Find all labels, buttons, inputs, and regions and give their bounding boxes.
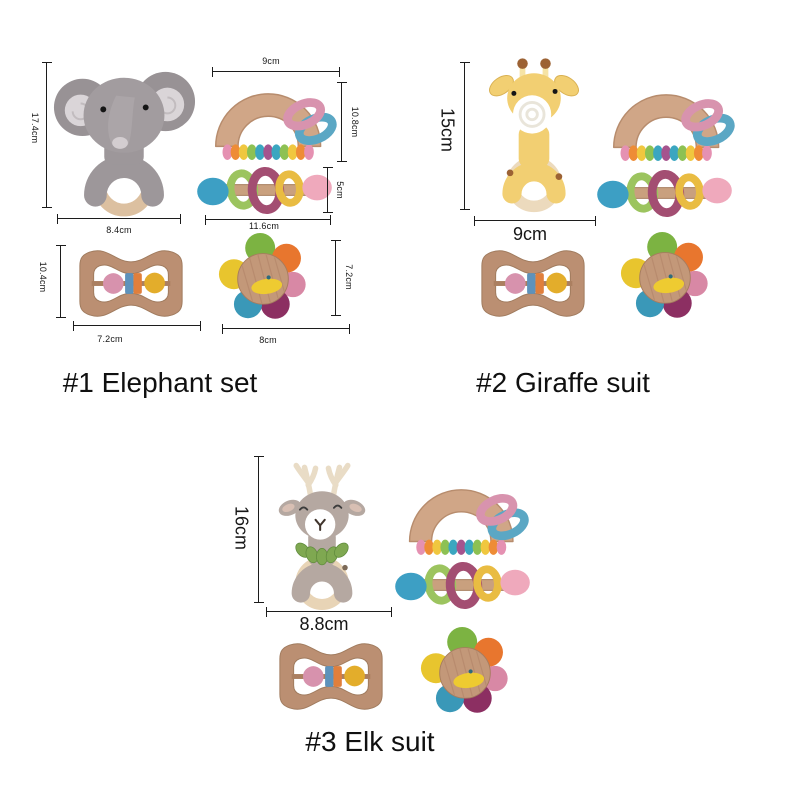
dim-line-elk-width — [266, 607, 392, 617]
rainbow-teether-image — [400, 480, 534, 559]
set-title-elephant: #1 Elephant set — [62, 367, 258, 398]
dim-line-elephant-height — [42, 62, 52, 208]
dim-line-frame-height — [56, 245, 66, 318]
dim-label-elk-height: 16cm — [231, 505, 252, 551]
dim-line-rainbow-height — [337, 82, 347, 162]
dim-label-frame-width: 7.2cm — [97, 334, 123, 344]
dim-line-flower-height — [331, 240, 341, 316]
elk-rattle-image — [276, 459, 368, 611]
set-title-elk: #3 Elk suit — [305, 726, 435, 757]
dim-line-giraffe-width — [474, 216, 596, 226]
set-title-giraffe: #2 Giraffe suit — [476, 367, 650, 398]
dim-line-stick-width — [205, 215, 331, 225]
dim-label-elk-width: 8.8cm — [299, 614, 349, 634]
stick-rattle-image — [394, 557, 532, 614]
dim-line-rainbow-width — [212, 67, 340, 77]
dim-line-giraffe-height — [460, 62, 470, 210]
dim-line-elk-height — [254, 456, 264, 603]
dim-line-elephant-width — [57, 214, 181, 224]
flower-rattle-image — [420, 626, 510, 716]
dim-label-stick-width: 11.6cm — [248, 221, 280, 231]
dim-line-flower-width — [222, 324, 350, 334]
dim-line-stick-height — [323, 167, 333, 213]
dim-line-frame-width — [73, 321, 201, 331]
dim-label-flower-width: 8cm — [259, 335, 277, 345]
dim-label-elephant-width: 8.4cm — [106, 225, 132, 235]
frame-rattle-image — [279, 643, 383, 710]
dim-label-rainbow-width: 9cm — [262, 56, 280, 66]
dim-label-giraffe-width: 9cm — [512, 224, 548, 244]
